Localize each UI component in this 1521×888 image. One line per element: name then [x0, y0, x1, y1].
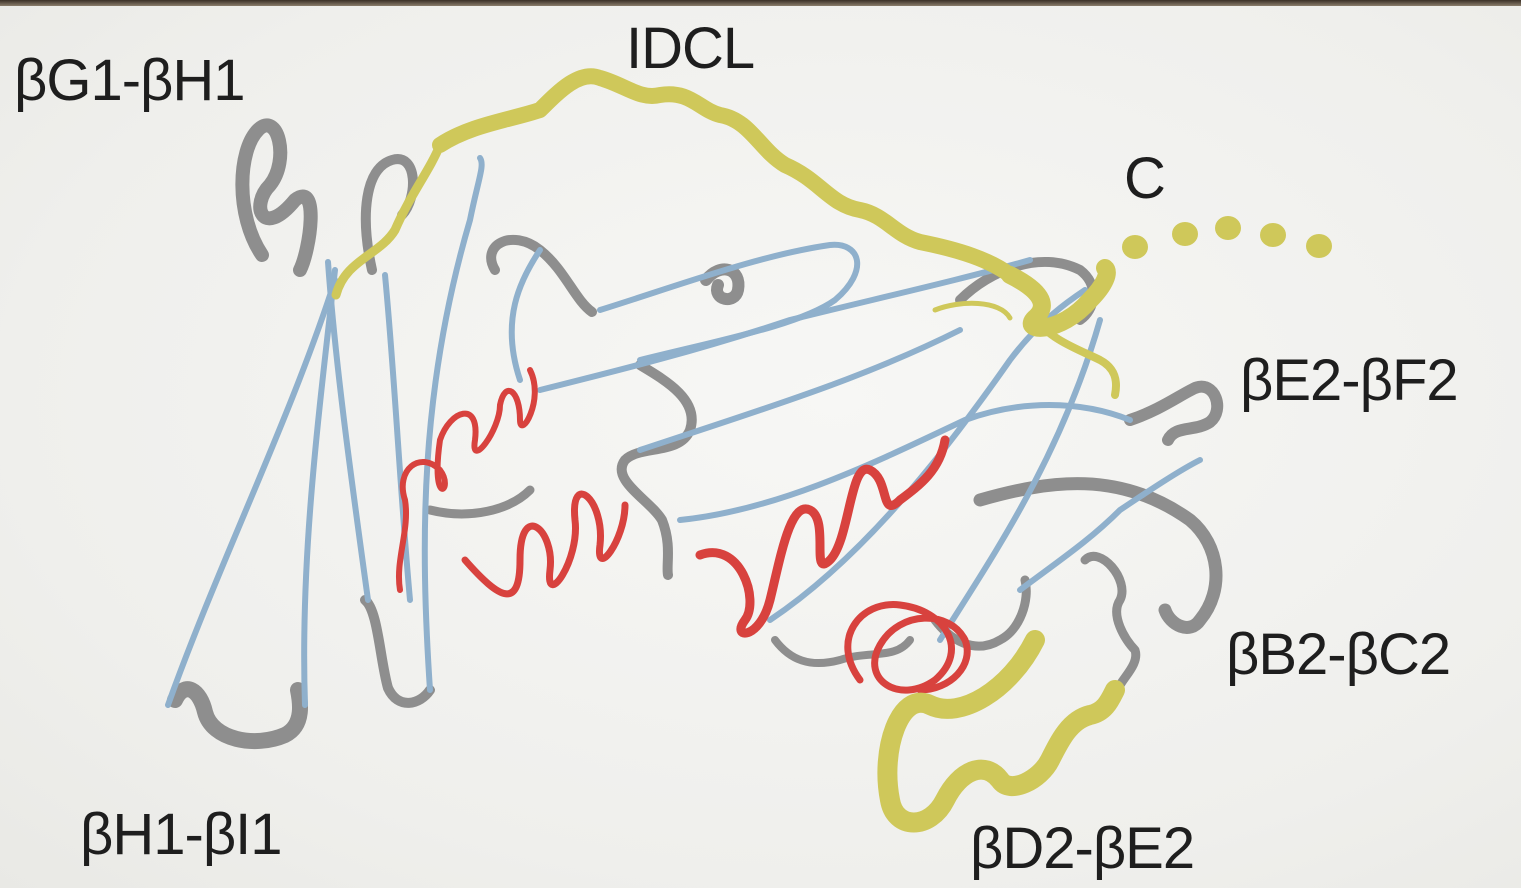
- label-bg1-bh1: βG1-βH1: [14, 52, 245, 110]
- loop-be2-bf2: [1130, 387, 1217, 440]
- label-bd2-be2: βD2-βE2: [970, 820, 1194, 878]
- c-dot-3: [1215, 216, 1241, 240]
- loop-bi1-lower: [365, 600, 430, 703]
- loop-bh1-bi1: [175, 689, 300, 741]
- strand-3: [328, 262, 368, 600]
- strand-13: [512, 250, 540, 380]
- helices: [399, 370, 967, 690]
- loop-bg1-bh1: [242, 125, 310, 270]
- loop-right-lower: [1085, 556, 1136, 690]
- idcl-main: [336, 145, 440, 295]
- idcl-loop: [336, 76, 1116, 822]
- idcl-descend: [1035, 318, 1116, 395]
- label-c-terminus: C: [1124, 150, 1165, 208]
- c-terminus-dots: [1122, 216, 1332, 259]
- label-bh1-bi1: βH1-βI1: [80, 806, 282, 864]
- c-dot-2: [1172, 222, 1198, 246]
- strand-4: [385, 275, 410, 600]
- label-bb2-bc2: βB2-βC2: [1226, 626, 1450, 684]
- idcl-thin: [935, 303, 1010, 318]
- label-be2-bf2: βE2-βF2: [1240, 352, 1458, 410]
- strand-10: [770, 290, 1085, 620]
- loop-mid-gray: [622, 365, 692, 575]
- loop-left-inner: [430, 490, 530, 514]
- loop-bottom-center: [775, 640, 910, 663]
- bd2-be2-yellow: [887, 640, 1115, 823]
- label-idcl: IDCL: [626, 20, 754, 78]
- helix-left-upper: [399, 370, 535, 590]
- strand-2: [304, 270, 335, 705]
- c-dot-1: [1122, 235, 1148, 259]
- c-dot-5: [1306, 234, 1332, 258]
- c-dot-4: [1260, 223, 1286, 247]
